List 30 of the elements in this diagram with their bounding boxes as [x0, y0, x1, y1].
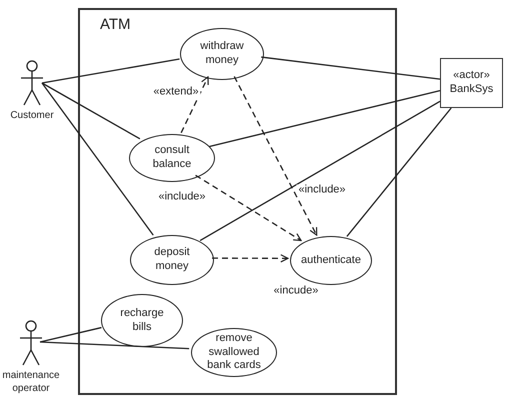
edge-label: «include»	[156, 192, 208, 202]
actor-name: BankSys	[450, 83, 494, 97]
use-case-name: deposit money	[153, 246, 191, 274]
use-case-name: recharge bills	[119, 306, 165, 334]
association-line	[209, 90, 440, 148]
dependency-arrow	[195, 174, 302, 242]
association-line	[41, 82, 154, 236]
edge-label: «include»	[296, 184, 348, 196]
association-line	[346, 108, 452, 237]
use-case-name: consult balance	[152, 144, 192, 172]
association-line	[42, 58, 180, 84]
dependency-arrow	[212, 254, 289, 263]
dependency-arrow	[180, 76, 209, 134]
association-line	[40, 341, 190, 350]
association-line	[40, 326, 102, 343]
use-case-name: withdraw money	[199, 40, 245, 68]
use-case-name: authenticate	[301, 254, 361, 268]
dependency-arrow	[234, 76, 318, 236]
edge-label: «extend»	[151, 86, 201, 98]
use-case-name: remove swallowed bank cards	[206, 332, 262, 374]
association-line	[261, 56, 440, 80]
edge-label: «incude»	[272, 286, 320, 296]
system-name: ATM	[100, 15, 131, 35]
system-boundary	[78, 8, 397, 395]
actor-name: Customer	[10, 110, 54, 122]
actor-box	[440, 58, 503, 108]
association-line	[42, 82, 140, 140]
actor-name: maintenance operator	[1, 370, 61, 395]
association-line	[200, 100, 440, 242]
stereotype-label: «actor»	[453, 69, 490, 83]
